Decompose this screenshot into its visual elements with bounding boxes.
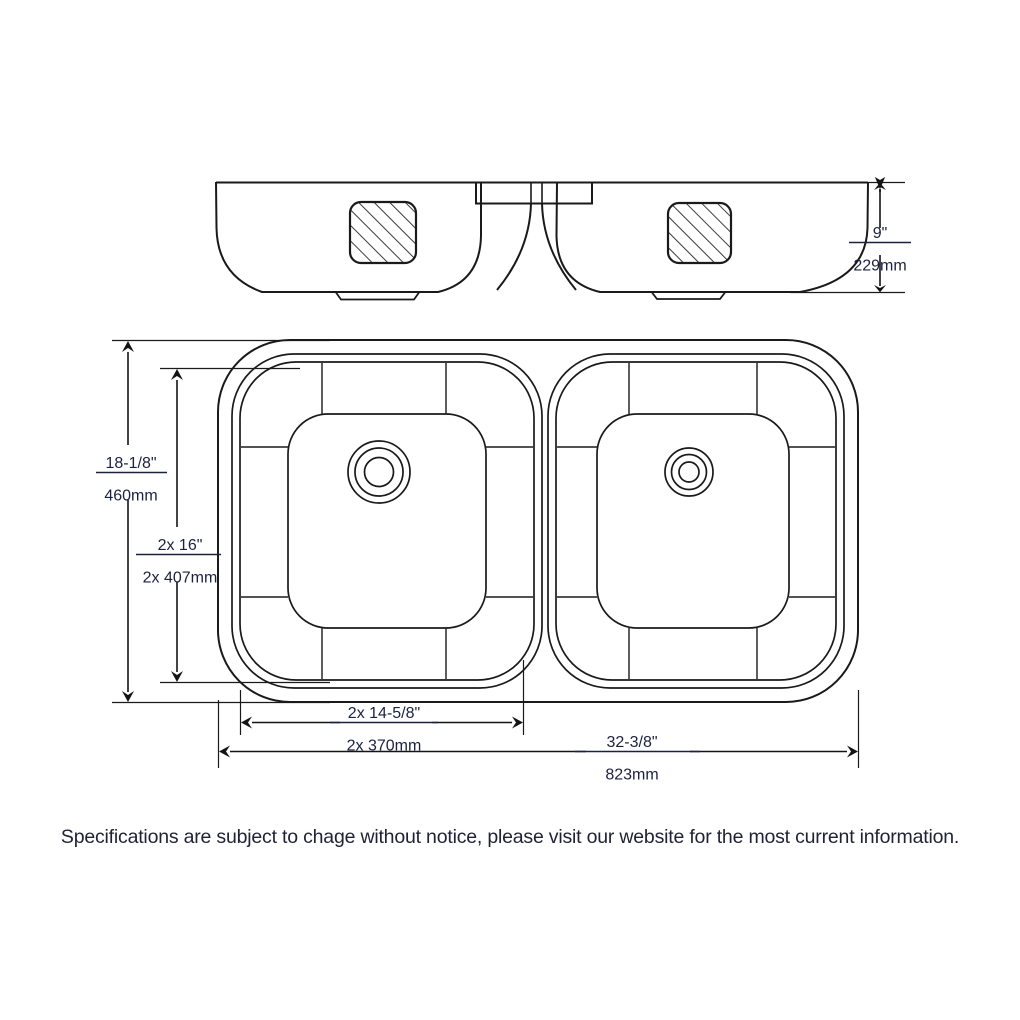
dimension-bowl-front-to-back-imperial: 2x 16" [158, 537, 203, 554]
elevation-foot-right [651, 291, 726, 300]
drain-right [664, 447, 714, 497]
sound-pad-left [348, 200, 418, 265]
dimension-bowl-width-metric: 2x 370mm [347, 737, 422, 754]
dimension-bowl-front-to-back: 2x 16" 2x 407mm [136, 369, 221, 682]
dimension-overall-width-metric: 823mm [605, 766, 658, 783]
bowl-right-rim-outer [547, 353, 845, 689]
dimension-overall-front-to-back-imperial: 18-1/8" [105, 455, 156, 472]
bowl-left-rim-outer [231, 353, 543, 689]
elevation-center-divider [475, 181, 593, 291]
dimension-bowl-front-to-back-metric: 2x 407mm [143, 569, 218, 586]
bowl-left [231, 353, 543, 689]
dimension-bowl-width-imperial: 2x 14-5/8" [348, 705, 420, 722]
drain-left [347, 440, 411, 504]
bowl-right [547, 353, 845, 689]
bowl-right-basin-bottom [596, 413, 790, 629]
dimension-overall-front-to-back: 18-1/8" 460mm [96, 341, 167, 702]
disclaimer-note: Specifications are subject to chage with… [60, 826, 960, 848]
dimension-bowl-depth-imperial: 9" [873, 225, 888, 242]
dimension-bowl-width: 2x 14-5/8" 2x 370mm [241, 705, 523, 754]
bowl-left-rim-inner [239, 361, 535, 681]
bowl-left-basin-bottom [287, 413, 487, 629]
sound-pad-right [666, 201, 733, 265]
dimension-overall-front-to-back-metric: 460mm [104, 487, 157, 504]
dimension-overall-width: 32-3/8" 823mm [219, 734, 858, 783]
plan-vertical-extension-lines [217, 660, 860, 768]
plan-extension-lines [112, 339, 330, 704]
top-plan-view: 18-1/8" 460mm 2x 16" 2x 407mm [96, 339, 860, 783]
dimension-bowl-depth: 9" 229mm [849, 177, 911, 293]
elevation-foot-left [335, 291, 420, 301]
dimension-bowl-depth-metric: 229mm [853, 257, 906, 274]
bowl-right-rim-inner [555, 361, 837, 681]
elevation-bowl-left [215, 181, 482, 293]
dimension-overall-width-imperial: 32-3/8" [606, 734, 657, 751]
front-elevation-view: 9" 229mm [215, 177, 911, 301]
sink-deck-outline [217, 339, 859, 703]
